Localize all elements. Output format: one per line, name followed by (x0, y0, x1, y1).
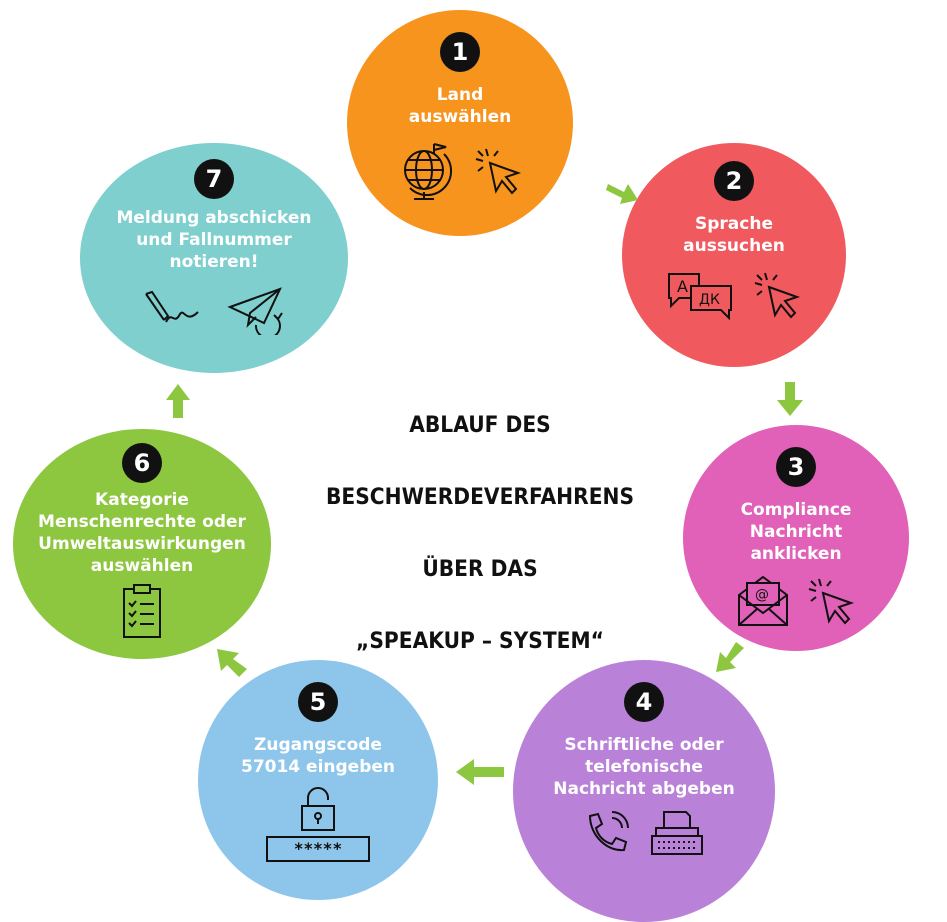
svg-text:ДК: ДК (699, 292, 720, 308)
translate-speech-icon: A ДК (668, 273, 732, 320)
step-number-badge: 4 (624, 682, 664, 722)
cursor-click-icon (475, 148, 522, 195)
arrow-1-to-2 (606, 184, 638, 204)
arrow-5-to-6 (217, 649, 247, 677)
title-line: ÜBER DAS (422, 557, 538, 582)
paper-plane-icon (227, 287, 283, 335)
diagram-title: ABLAUF DES BESCHWERDEVERFAHRENS ÜBER DAS… (314, 372, 645, 696)
arrow-6-to-7 (166, 384, 190, 418)
email-envelope-icon: @ (738, 575, 788, 626)
step-label: Compliance Nachricht anklicken (740, 500, 852, 564)
cursor-click-icon (754, 272, 801, 319)
phone-icon (588, 811, 629, 852)
arrow-4-to-5 (456, 759, 504, 785)
step-1-circle: 1 Land auswählen (347, 10, 573, 236)
step-number-badge: 2 (714, 161, 754, 201)
step-3-circle: 3 Compliance Nachricht anklicken @ (683, 425, 909, 651)
svg-text:A: A (677, 277, 688, 296)
globe-flag-icon (404, 143, 453, 200)
step-label: Meldung abschicken und Fallnummer notier… (116, 208, 312, 272)
svg-text:@: @ (755, 587, 769, 603)
step-number-badge: 5 (298, 682, 338, 722)
title-line: „SPEAKUP – SYSTEM“ (356, 629, 604, 654)
step-label: Sprache aussuchen (683, 214, 785, 256)
step-label: Kategorie Menschenrechte oder Umweltausw… (38, 490, 246, 576)
padlock-icon (301, 787, 335, 831)
step-2-circle: 2 Sprache aussuchen A ДК (622, 143, 846, 367)
signature-pen-icon (145, 290, 199, 323)
code-input-box: ***** (266, 836, 370, 862)
step-number-badge: 6 (122, 443, 162, 483)
step-number-badge: 3 (776, 447, 816, 487)
cursor-click-icon (808, 578, 855, 625)
step-label: Zugangscode 57014 eingeben (240, 735, 396, 777)
clipboard-checklist-icon (123, 584, 161, 638)
title-line: BESCHWERDEVERFAHRENS (325, 485, 635, 510)
arrow-2-to-3 (777, 382, 803, 416)
step-7-circle: 7 Meldung abschicken und Fallnummer noti… (80, 143, 348, 373)
step-label: Land auswählen (408, 85, 512, 127)
step-number-badge: 7 (194, 159, 234, 199)
process-diagram: 1 Land auswählen (13, 10, 909, 922)
step-number-badge: 1 (440, 32, 480, 72)
typewriter-icon (651, 811, 703, 855)
arrow-3-to-4 (716, 642, 744, 672)
step-4-circle: 4 Schriftliche oder telefonische Nachric… (513, 660, 775, 922)
title-line: ABLAUF DES (409, 413, 551, 438)
step-5-circle: 5 Zugangscode 57014 eingeben ***** (198, 660, 438, 900)
step-6-circle: 6 Kategorie Menschenrechte oder Umweltau… (13, 429, 271, 659)
step-label: Schriftliche oder telefonische Nachricht… (553, 735, 735, 799)
